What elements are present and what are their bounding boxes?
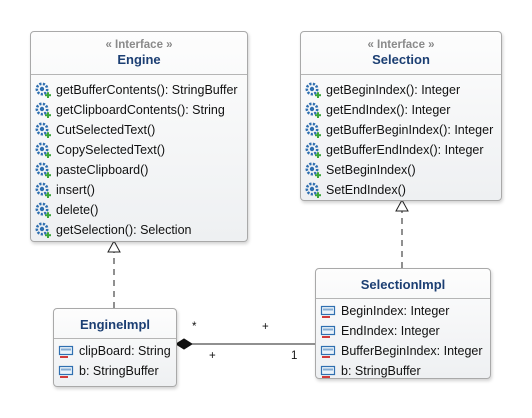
attribute-icon (320, 303, 336, 319)
class-member[interactable]: BufferBeginIndex: Integer (316, 341, 490, 361)
class-member[interactable]: getBufferBeginIndex(): Integer (301, 120, 501, 140)
composition-engineimpl-selectionimpl (175, 338, 315, 350)
multiplicity-engineimpl-end: * (192, 321, 197, 333)
method-icon (35, 122, 51, 138)
visibility-selectionimpl-end: + (262, 321, 269, 333)
method-icon (305, 142, 321, 158)
class-member[interactable]: getBufferContents(): StringBuffer (31, 80, 247, 100)
class-header: « Interface » Engine (31, 32, 247, 75)
method-icon (35, 202, 51, 218)
member-text: getClipboardContents(): String (56, 103, 225, 117)
member-text: pasteClipboard() (56, 163, 149, 177)
member-text: getBufferContents(): StringBuffer (56, 83, 238, 97)
member-list: clipBoard: String b: StringBuffer (54, 339, 176, 381)
class-member[interactable]: getBeginIndex(): Integer (301, 80, 501, 100)
class-name: Engine (117, 52, 161, 67)
member-text: b: StringBuffer (341, 364, 421, 378)
method-icon (35, 162, 51, 178)
member-text: EndIndex: Integer (341, 324, 440, 338)
class-header: SelectionImpl (316, 269, 490, 299)
attribute-icon (320, 363, 336, 379)
member-text: delete() (56, 203, 99, 217)
class-member[interactable]: SetBeginIndex() (301, 160, 501, 180)
member-text: insert() (56, 183, 95, 197)
realization-arrowhead (395, 198, 409, 212)
class-selection[interactable]: « Interface » Selection getBeginIndex():… (300, 31, 502, 201)
class-member[interactable]: CopySelectedText() (31, 140, 247, 160)
member-text: CopySelectedText() (56, 143, 166, 157)
attribute-icon (320, 343, 336, 359)
composition-diamond (175, 338, 193, 350)
member-text: getSelection(): Selection (56, 223, 192, 237)
method-icon (305, 82, 321, 98)
class-name: Selection (372, 52, 430, 67)
class-member[interactable]: delete() (31, 200, 247, 220)
member-text: getBufferBeginIndex(): Integer (326, 123, 494, 137)
class-name: EngineImpl (79, 317, 151, 332)
member-text: getEndIndex(): Integer (326, 103, 451, 117)
member-text: BeginIndex: Integer (341, 304, 450, 318)
method-icon (35, 142, 51, 158)
class-member[interactable]: clipBoard: String (54, 341, 176, 361)
class-member[interactable]: getSelection(): Selection (31, 220, 247, 240)
class-member[interactable]: b: StringBuffer (54, 361, 176, 381)
method-icon (305, 102, 321, 118)
class-member[interactable]: SetEndIndex() (301, 180, 501, 200)
method-icon (35, 222, 51, 238)
attribute-icon (58, 343, 74, 359)
realization-engineimpl-engine (107, 239, 121, 308)
method-icon (305, 122, 321, 138)
member-text: getBufferEndIndex(): Integer (326, 143, 484, 157)
class-member[interactable]: EndIndex: Integer (316, 321, 490, 341)
class-member[interactable]: getBufferEndIndex(): Integer (301, 140, 501, 160)
member-list: getBeginIndex(): Integer getEndIndex(): I… (301, 75, 501, 200)
class-engineimpl[interactable]: EngineImpl clipBoard: String b: StringBuf… (53, 308, 177, 387)
multiplicity-selectionimpl-end: 1 (291, 350, 298, 362)
class-name: SelectionImpl (360, 277, 446, 292)
member-text: b: StringBuffer (79, 364, 159, 378)
class-header: « Interface » Selection (301, 32, 501, 75)
visibility-engineimpl-end: + (209, 350, 216, 362)
class-engine[interactable]: « Interface » Engine getBufferContents()… (30, 31, 248, 242)
member-text: CutSelectedText() (56, 123, 156, 137)
method-icon (35, 182, 51, 198)
class-member[interactable]: pasteClipboard() (31, 160, 247, 180)
method-icon (305, 182, 321, 198)
stereotype-label: « Interface » (105, 39, 173, 51)
class-member[interactable]: insert() (31, 180, 247, 200)
stereotype-label: « Interface » (367, 39, 435, 51)
method-icon (305, 162, 321, 178)
attribute-icon (320, 323, 336, 339)
class-member[interactable]: CutSelectedText() (31, 120, 247, 140)
member-list: getBufferContents(): StringBuffer getClip… (31, 75, 247, 240)
class-member[interactable]: getEndIndex(): Integer (301, 100, 501, 120)
member-text: clipBoard: String (79, 344, 171, 358)
member-text: SetEndIndex() (326, 183, 406, 197)
method-icon (35, 102, 51, 118)
realization-selectionimpl-selection (395, 198, 409, 268)
member-text: BufferBeginIndex: Integer (341, 344, 483, 358)
attribute-icon (58, 363, 74, 379)
member-text: getBeginIndex(): Integer (326, 83, 461, 97)
realization-arrowhead (107, 239, 121, 253)
class-member[interactable]: BeginIndex: Integer (316, 301, 490, 321)
method-icon (35, 82, 51, 98)
class-header: EngineImpl (54, 309, 176, 339)
member-text: SetBeginIndex() (326, 163, 416, 177)
class-member[interactable]: getClipboardContents(): String (31, 100, 247, 120)
class-member[interactable]: b: StringBuffer (316, 361, 490, 381)
